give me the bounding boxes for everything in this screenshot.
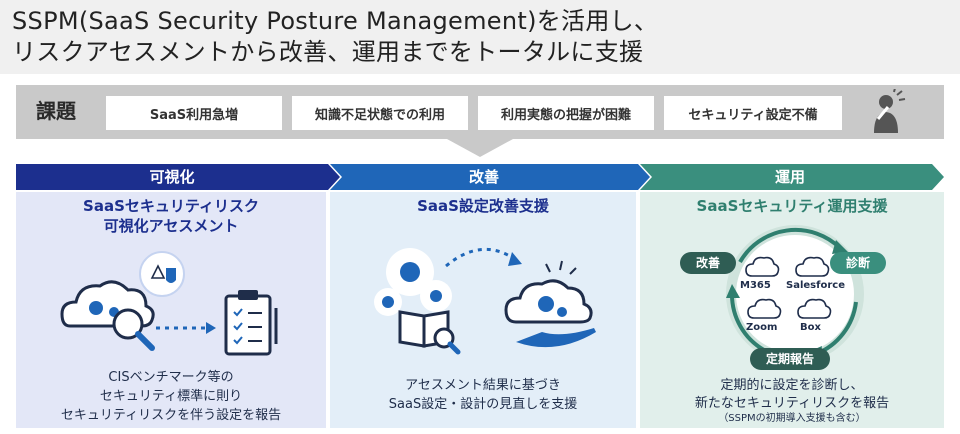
phase-label-visualize: 可視化	[149, 168, 195, 186]
issues-bar: 課題 SaaS利用急増 知識不足状態での利用 利用実態の把握が困難 セキュリティ…	[16, 85, 944, 139]
flow-dotted-arrow	[445, 247, 517, 268]
app-label-m365: M365	[740, 280, 771, 291]
cycle-arrow-left	[729, 293, 766, 352]
panel-improve-title: SaaS設定改善支援	[417, 197, 549, 215]
gear-icon	[89, 301, 103, 315]
app-label-salesforce: Salesforce	[786, 280, 845, 291]
panel-operate: SaaSセキュリティ運用支援 M365 Salesforce Zoom Box …	[640, 192, 944, 428]
panel-visualize-desc-1: CISベンチマーク等の	[108, 370, 234, 385]
clipboard-icon	[224, 294, 272, 356]
app-cloud-salesforce	[795, 256, 830, 277]
settings-improvement-illustration	[374, 247, 596, 355]
panel-visualize-title-2: 可視化アセスメント	[103, 217, 239, 235]
panel-operate-desc-2: 新たなセキュリティリスクを報告	[694, 396, 890, 411]
phase-arrows	[16, 164, 944, 190]
phase-arrow-visualize	[16, 164, 340, 190]
warning-icon	[150, 264, 166, 279]
gear-icon-small-left	[382, 296, 394, 308]
panel-operate-desc-1: 定期的に設定を診断し、	[720, 378, 864, 393]
heading-line-2: リスクアセスメントから改善、運用までをトータルに支援	[12, 38, 644, 66]
sparkle-icon	[545, 260, 577, 275]
issue-chip-misconfiguration: セキュリティ設定不備	[664, 96, 842, 130]
page-heading: SSPM(SaaS Security Posture Management)を活…	[0, 0, 960, 74]
app-cloud-box	[797, 298, 832, 319]
gear-icon-small-right	[430, 290, 442, 302]
cycle-arrow-top	[738, 227, 842, 264]
shield-icon	[166, 268, 176, 283]
phase-arrow-improve	[330, 164, 650, 190]
panel-improve-desc-1: アセスメント結果に基づき	[405, 378, 561, 393]
supporting-hand-icon	[516, 328, 596, 348]
issue-chip-usage-visibility: 利用実態の把握が困難	[478, 96, 654, 130]
magnifier-icon	[112, 308, 144, 340]
gear-icon-large	[400, 262, 420, 282]
heading-line-1: SSPM(SaaS Security Posture Management)を活…	[12, 7, 659, 35]
cycle-step-report: 定期報告	[750, 348, 830, 370]
app-cloud-m365	[745, 256, 780, 277]
cycle-step-improve: 改善	[680, 252, 736, 274]
app-label-zoom: Zoom	[746, 322, 778, 333]
app-cloud-zoom	[747, 298, 782, 319]
panel-visualize: SaaSセキュリティリスク 可視化アセスメント CISベンチマーク等の セキュリ…	[16, 192, 326, 428]
down-chevron-icon	[447, 139, 513, 157]
cloud-gear-icon	[538, 296, 554, 312]
panel-visualize-desc-2: セキュリティ標準に則り	[99, 389, 243, 404]
phase-label-operate: 運用	[774, 168, 805, 186]
issue-chip-saas-growth: SaaS利用急増	[106, 96, 282, 130]
app-label-box: Box	[800, 322, 821, 333]
phase-arrow-operate	[640, 164, 944, 190]
panel-operate-note: （SSPMの初期導入支援も含む）	[718, 413, 866, 424]
issue-chip-knowledge-gap: 知識不足状態での利用	[292, 96, 468, 130]
worried-person-icon	[874, 89, 906, 133]
panel-improve: SaaS設定改善支援 アセスメント結果に基づき SaaS設定・設計の見直しを支援	[330, 192, 636, 428]
issues-label: 課題	[36, 99, 76, 123]
panel-visualize-title-1: SaaSセキュリティリスク	[83, 197, 259, 215]
cloud-assessment-illustration	[60, 251, 278, 356]
panel-improve-desc-2: SaaS設定・設計の見直しを支援	[388, 397, 578, 412]
panel-visualize-desc-3: セキュリティリスクを伴う設定を報告	[60, 408, 282, 423]
cycle-step-diagnose: 診断	[830, 252, 886, 274]
panel-operate-title: SaaSセキュリティ運用支援	[696, 197, 888, 215]
operation-cycle-diagram	[726, 225, 864, 363]
phase-label-improve: 改善	[468, 168, 499, 186]
